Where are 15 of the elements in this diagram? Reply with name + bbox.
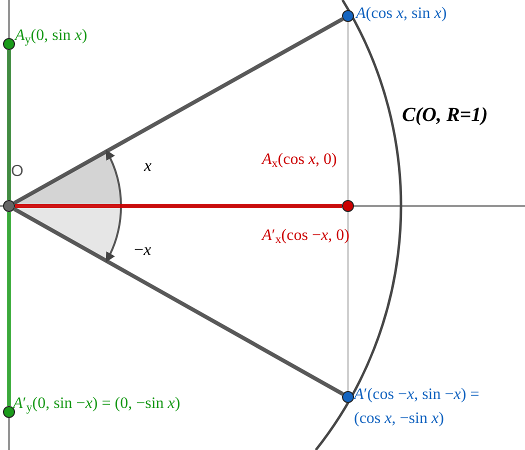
line-segment [7, 212, 11, 406]
point-label: A′(cos −x, sin −x) =(cos x, −sin x) [354, 385, 480, 429]
line-segment [15, 204, 342, 208]
angle-label: x [144, 155, 152, 177]
circle-label: C(O, R=1) [402, 103, 488, 128]
line-segment [13, 207, 344, 396]
point-label: A′$_{y}$(0, sin −x) = (0, −sin x) [13, 394, 182, 416]
line-segment [7, 50, 11, 200]
angle-label: −x [134, 239, 152, 261]
point-label: O [11, 162, 24, 182]
point-label: A(cos x, sin x) [356, 4, 448, 24]
point-label: A′$_{x}$(cos −x, 0) [262, 226, 350, 248]
point-label: A$_{y}$(0, sin x) [15, 26, 88, 48]
point-label: A$_{x}$(cos x, 0) [262, 150, 338, 172]
line-segment [13, 17, 344, 205]
